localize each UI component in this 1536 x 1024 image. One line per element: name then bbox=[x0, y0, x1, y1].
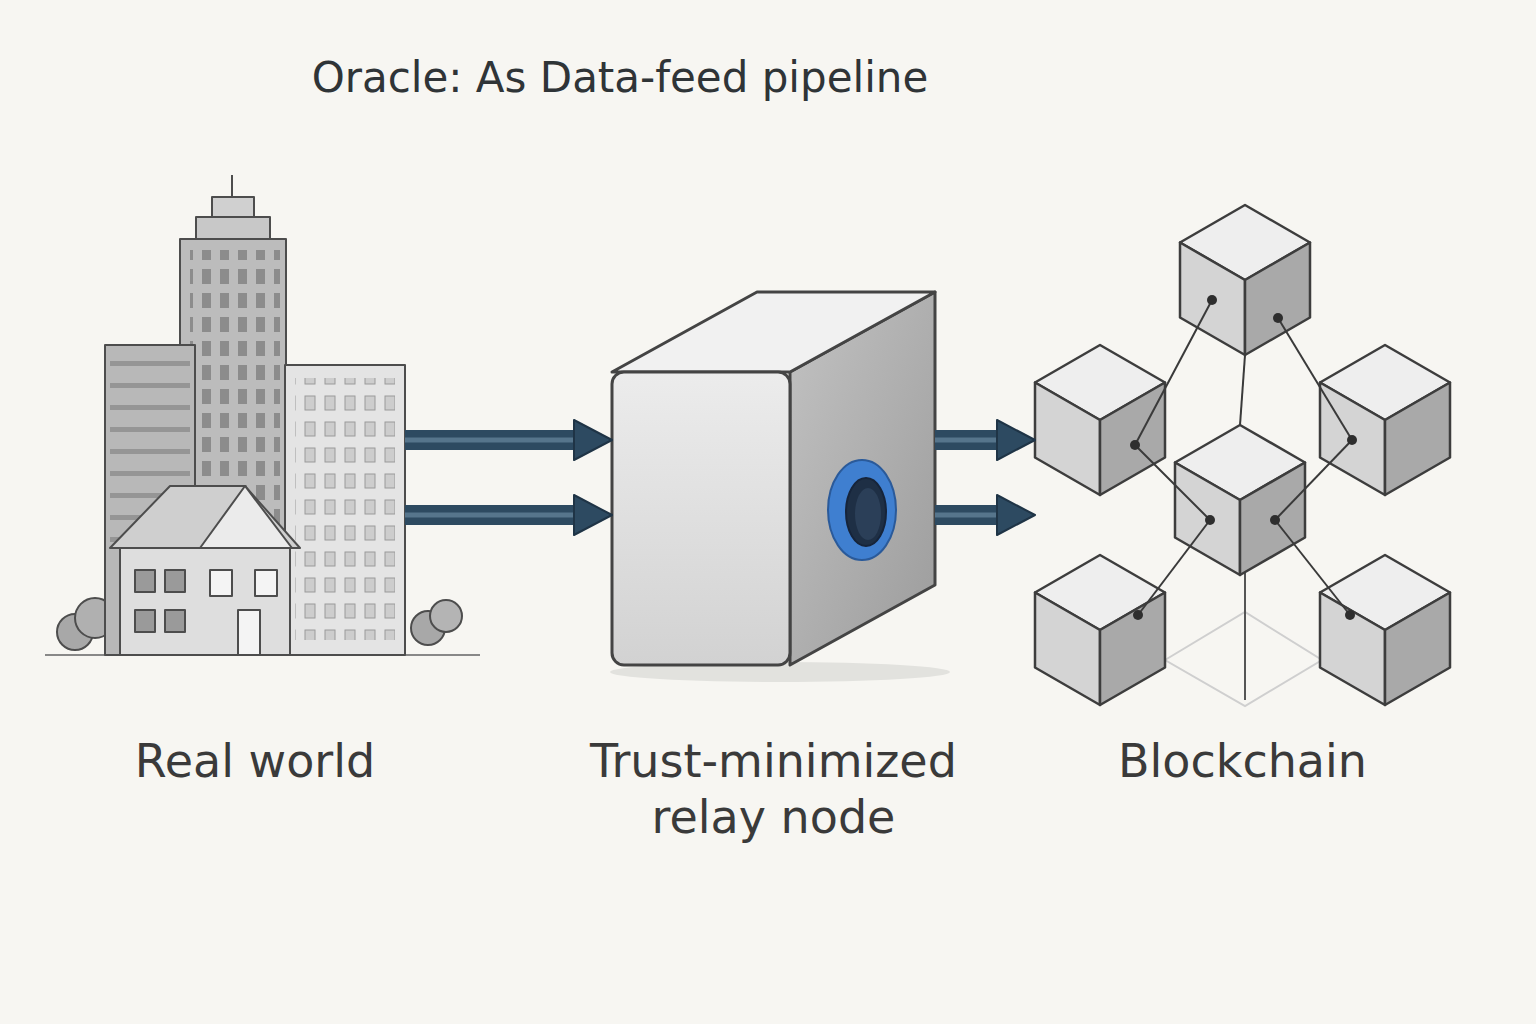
block bbox=[1320, 555, 1450, 705]
arrow-head bbox=[997, 420, 1035, 460]
data-arrow bbox=[405, 420, 612, 460]
blockchain-network bbox=[1035, 205, 1450, 706]
house-body bbox=[120, 545, 290, 655]
block bbox=[1180, 205, 1310, 355]
tree bbox=[430, 600, 462, 632]
arrow-shaft-highlight bbox=[405, 513, 576, 518]
arrow-shaft bbox=[935, 430, 999, 450]
chain-link bbox=[1278, 318, 1352, 440]
illustration-node: Real world bbox=[105, 175, 405, 655]
chain-dots bbox=[1130, 295, 1357, 620]
data-arrow bbox=[405, 495, 612, 535]
lens-hole bbox=[846, 478, 886, 546]
lens-inner bbox=[855, 488, 881, 540]
arrow-shaft-highlight bbox=[405, 438, 576, 443]
block bbox=[1035, 555, 1165, 705]
right-building-windows bbox=[295, 378, 395, 640]
diagram-title: Oracle: As Data-feed pipeline bbox=[0, 50, 1240, 106]
cube-front-face bbox=[612, 372, 790, 665]
link-dot bbox=[1205, 515, 1215, 525]
chain-links bbox=[1135, 300, 1352, 615]
right-building bbox=[285, 365, 405, 655]
data-arrow bbox=[935, 420, 1035, 460]
arrow-shaft-highlight bbox=[935, 438, 999, 443]
house-roof bbox=[110, 486, 300, 548]
arrow-head bbox=[997, 495, 1035, 535]
node-label: Trust-minimized relay node bbox=[554, 733, 994, 845]
arrow-shaft bbox=[405, 505, 576, 525]
chain-link bbox=[1275, 520, 1350, 615]
chain-link bbox=[1240, 355, 1245, 425]
house-window bbox=[135, 610, 155, 632]
chain-link bbox=[1138, 520, 1210, 615]
tower-step bbox=[196, 217, 270, 239]
chain-link bbox=[1244, 570, 1246, 700]
house-window bbox=[135, 570, 155, 592]
house-gable bbox=[200, 486, 292, 548]
illustration-node: Trust-minimized relay node bbox=[612, 290, 935, 665]
link-dot bbox=[1273, 313, 1283, 323]
house-window bbox=[165, 610, 185, 632]
chain-link bbox=[1135, 300, 1212, 445]
base-outline bbox=[1165, 612, 1322, 706]
house-window bbox=[165, 570, 185, 592]
arrow-shaft bbox=[935, 505, 999, 525]
arrow-shaft-highlight bbox=[935, 513, 999, 518]
chain-link bbox=[1135, 445, 1210, 520]
block bbox=[1035, 345, 1165, 495]
lens-ring bbox=[828, 460, 896, 560]
cube-top-face bbox=[612, 292, 935, 372]
node-label: Real world bbox=[35, 733, 475, 789]
chain-link bbox=[1275, 440, 1352, 520]
link-dot bbox=[1270, 515, 1280, 525]
block bbox=[1175, 425, 1305, 575]
link-dot bbox=[1345, 610, 1355, 620]
spire bbox=[231, 175, 233, 197]
illustration-node: Blockchain bbox=[1035, 205, 1450, 705]
link-dot bbox=[1347, 435, 1357, 445]
tower-top bbox=[212, 197, 254, 217]
link-dot bbox=[1133, 610, 1143, 620]
city-illustration bbox=[45, 175, 480, 655]
house-door bbox=[238, 610, 260, 655]
relay-cube bbox=[610, 292, 950, 682]
link-dot bbox=[1207, 295, 1217, 305]
arrow-head bbox=[574, 420, 612, 460]
house-window bbox=[210, 570, 232, 596]
node-label: Blockchain bbox=[1023, 733, 1463, 789]
arrow-head bbox=[574, 495, 612, 535]
data-arrow bbox=[935, 495, 1035, 535]
arrow-shaft bbox=[405, 430, 576, 450]
link-dot bbox=[1130, 440, 1140, 450]
house-window bbox=[255, 570, 277, 596]
